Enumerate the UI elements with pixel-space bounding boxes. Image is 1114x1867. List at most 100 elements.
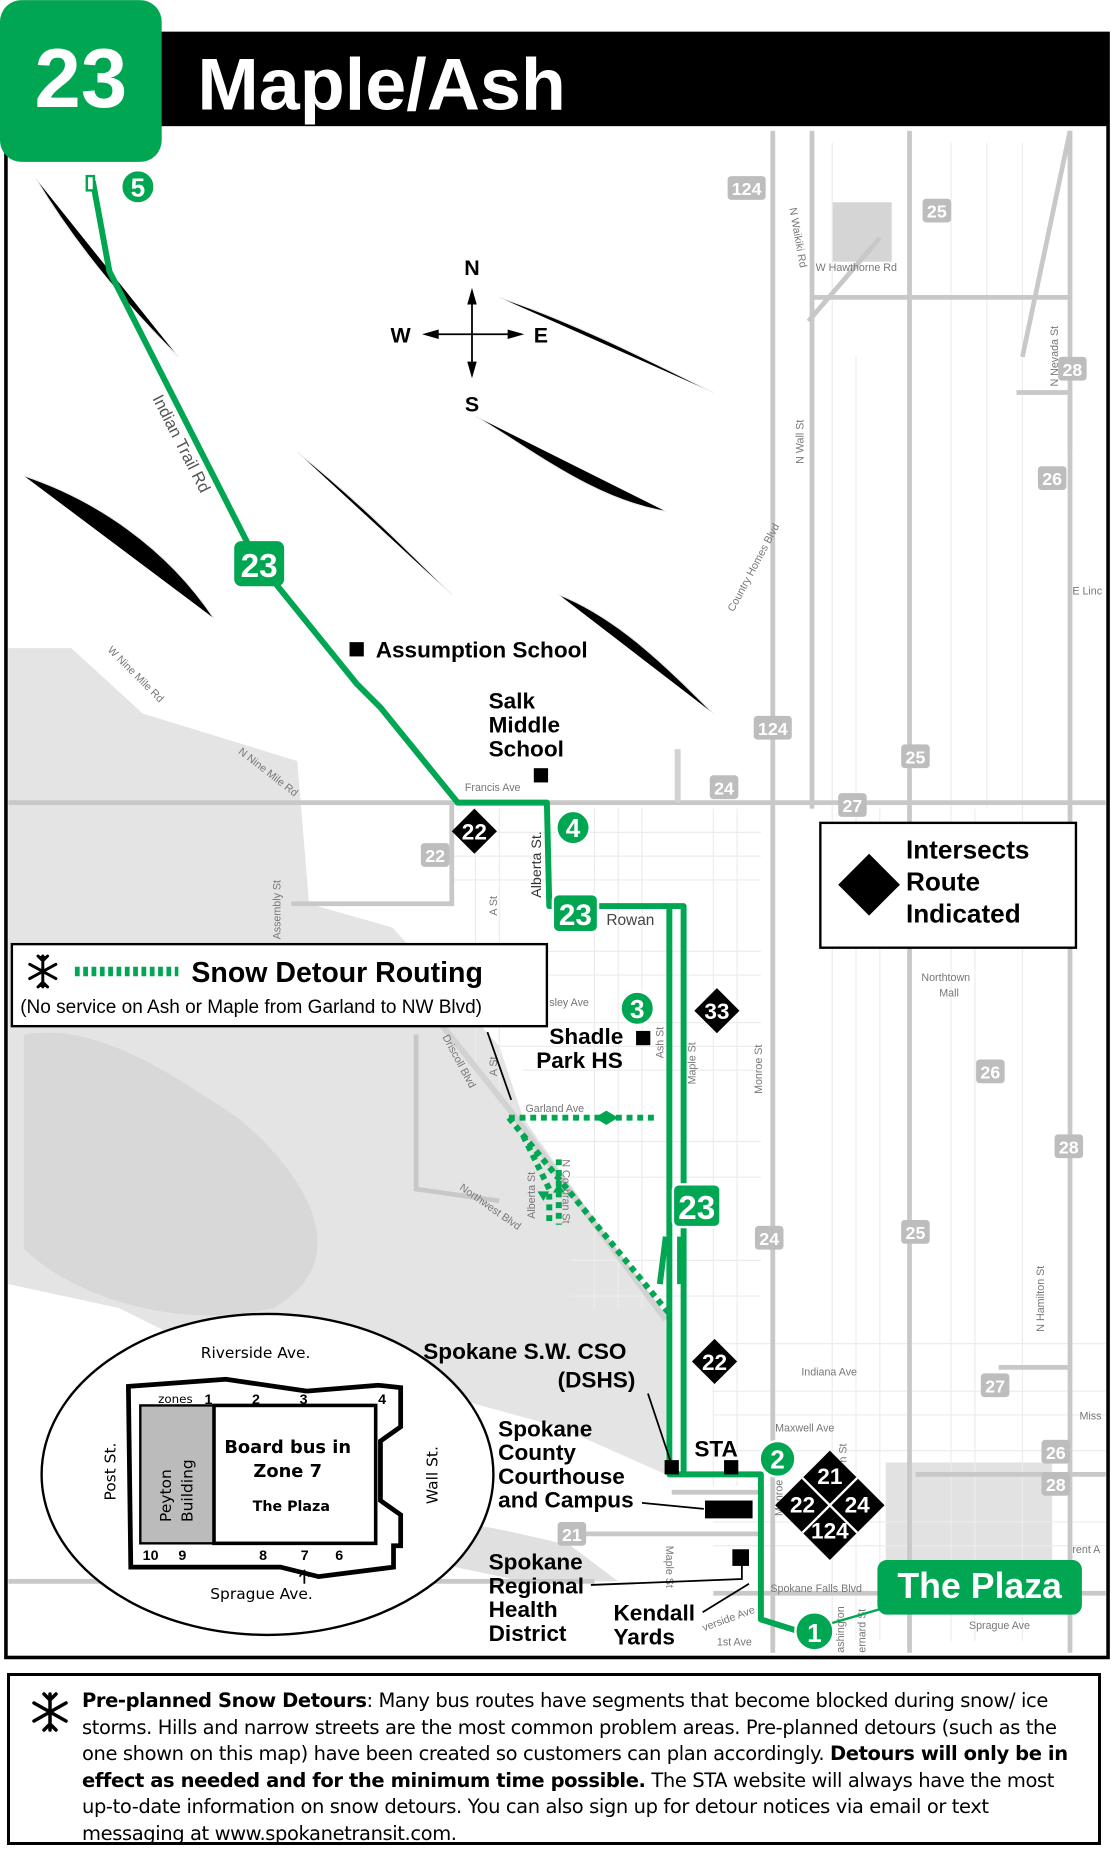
street-label: W Hawthorne Rd: [816, 262, 897, 274]
street-label: Rowan: [606, 912, 654, 929]
route-marker: 23: [234, 541, 285, 587]
timepoint-5: 5: [120, 168, 156, 205]
plaza-inset: Riverside Ave. Sprague Ave. Post St. Wal…: [40, 1312, 495, 1637]
street-label: n St: [837, 1443, 849, 1462]
street-label: ashington: [835, 1606, 847, 1652]
svg-text:zones: zones: [158, 1392, 193, 1406]
street-label: Indiana Ave: [801, 1367, 857, 1379]
route-shield: 25: [901, 1219, 930, 1244]
route-shield: 22: [420, 843, 450, 867]
svg-text:22: 22: [702, 1350, 727, 1375]
landmark-cso-label: (DSHS): [558, 1368, 636, 1393]
snowflake-icon: [28, 954, 58, 989]
svg-text:24: 24: [759, 1229, 779, 1249]
svg-text:Board bus in: Board bus in: [224, 1437, 351, 1458]
route-badge: [0, 0, 162, 162]
street-label: Miss: [1080, 1411, 1102, 1423]
route-shield: 27: [838, 793, 867, 817]
intersect-diamond-22: 22: [691, 1338, 738, 1385]
route-shield: 26: [976, 1059, 1005, 1084]
landmark-kendall-label: Yards: [613, 1624, 675, 1649]
landmarks: Assumption School Salk Middle School Sha…: [349, 638, 753, 1649]
street-label: Assembly St: [272, 880, 284, 939]
snow-detour-info: Pre-planned Snow Detours: Many bus route…: [7, 1673, 1101, 1845]
intersect-cluster: 21 22 24 124: [775, 1450, 885, 1560]
svg-text:7: 7: [301, 1548, 309, 1564]
svg-text:5: 5: [131, 172, 146, 202]
route-shield: 27: [980, 1373, 1010, 1398]
svg-text:Indicated: Indicated: [906, 899, 1021, 929]
route-shield: 26: [1037, 466, 1067, 490]
svg-text:27: 27: [985, 1376, 1005, 1396]
svg-text:26: 26: [1042, 469, 1062, 489]
landmark-srhd-label: District: [489, 1621, 567, 1646]
street-label: Maple St: [687, 1042, 699, 1084]
route-shield: 25: [922, 198, 952, 223]
street-label: N Wall St: [795, 420, 807, 464]
street-label: N Cochran St: [559, 1159, 571, 1223]
route-shields: 124 25 28 26 124 25 24 27 22 26 28 24 25…: [420, 176, 1087, 1546]
svg-text:24: 24: [714, 778, 734, 798]
landmark-cso-label: Spokane S.W. CSO: [423, 1339, 626, 1364]
svg-text:6: 6: [335, 1548, 343, 1564]
svg-text:Peyton: Peyton: [157, 1469, 175, 1522]
svg-text:Route: Route: [906, 867, 980, 897]
svg-text:33: 33: [704, 999, 729, 1024]
street-label: A St: [488, 1056, 500, 1076]
svg-text:9: 9: [178, 1548, 186, 1564]
svg-text:Riverside Ave.: Riverside Ave.: [201, 1344, 311, 1362]
svg-text:Snow Detour Routing: Snow Detour Routing: [191, 957, 482, 989]
street-label: Alberta St: [526, 1172, 538, 1219]
footer-text: : Many bus routes have segments that bec…: [82, 1689, 1057, 1765]
footer-heading: Pre-planned Snow Detours: [82, 1689, 367, 1712]
timepoint-2: 2: [758, 1439, 797, 1478]
landmark-srhd-label: Regional: [489, 1573, 584, 1598]
svg-text:28: 28: [1062, 360, 1082, 380]
landmark-srhd-label: Spokane: [489, 1549, 583, 1574]
route-shield: 28: [1058, 356, 1087, 381]
svg-text:The Plaza: The Plaza: [253, 1499, 330, 1515]
timepoint-1: 1: [794, 1611, 835, 1652]
street-label: Monroe St: [753, 1045, 765, 1094]
street-label: Garland Ave: [525, 1103, 584, 1115]
svg-text:124: 124: [811, 1519, 849, 1544]
svg-text:22: 22: [790, 1492, 815, 1517]
svg-text:Building: Building: [179, 1459, 197, 1522]
route-shield: 25: [901, 744, 930, 769]
route-shield: 124: [753, 715, 792, 740]
landmark-salk-label: Middle: [489, 713, 560, 738]
intersect-diamond-33: 33: [694, 988, 740, 1034]
svg-text:Intersects: Intersects: [906, 835, 1030, 865]
intersect-diamond-22: 22: [451, 808, 497, 854]
svg-text:21: 21: [562, 1525, 582, 1545]
route-terminus: [85, 174, 96, 192]
svg-text:The Plaza: The Plaza: [897, 1566, 1063, 1606]
route-shield: 24: [709, 775, 739, 800]
svg-text:23: 23: [678, 1190, 715, 1227]
svg-text:21: 21: [817, 1464, 842, 1489]
route-map: 124 25 28 26 124 25 24 27 22 26 28 24 25…: [0, 0, 1110, 1660]
svg-text:10: 10: [143, 1548, 159, 1564]
street-label: N Nevada St: [1049, 326, 1061, 387]
svg-text:23: 23: [241, 548, 278, 585]
street-label: ernard St: [857, 1609, 869, 1653]
svg-text:25: 25: [927, 202, 947, 222]
snowflake-icon: [32, 1692, 68, 1732]
svg-text:Post St.: Post St.: [101, 1443, 119, 1501]
landmark-shadle-label: Park HS: [536, 1048, 623, 1073]
footer-text: The STA website will always have the mos…: [82, 1768, 1055, 1845]
svg-text:3: 3: [630, 994, 645, 1024]
street-label: E Linc: [1072, 586, 1102, 598]
svg-text:W: W: [391, 324, 412, 348]
landmark-kendall-label: Kendall: [613, 1601, 695, 1626]
svg-text:26: 26: [980, 1062, 1000, 1082]
svg-text:22: 22: [462, 820, 487, 845]
route-23-line: [89, 180, 800, 1635]
street-label: Alberta St.: [529, 831, 545, 898]
street-label: 1st Ave: [717, 1637, 752, 1649]
svg-text:28: 28: [1046, 1475, 1066, 1495]
svg-text:4: 4: [566, 813, 581, 843]
svg-text:24: 24: [845, 1492, 871, 1517]
svg-text:1: 1: [807, 1618, 822, 1648]
svg-text:N: N: [464, 256, 479, 280]
